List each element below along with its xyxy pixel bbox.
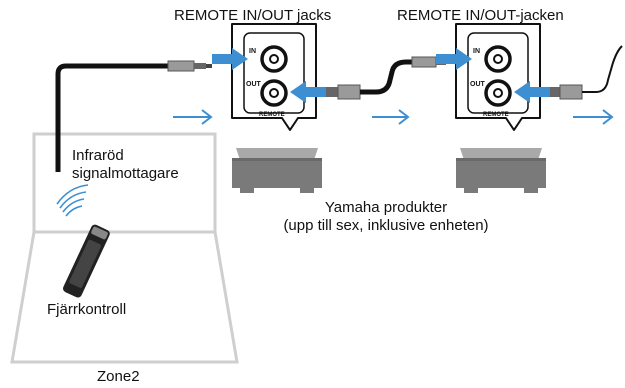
remote-control-label: Fjärrkontroll [47,301,127,318]
link-cable [318,56,452,100]
flow-arrow-1-icon [173,109,213,125]
zone2-room [10,132,239,364]
arrow-in-panel-2-icon [436,48,472,70]
jack-panel-2 [455,23,541,131]
signal-arrows [212,48,550,103]
jack-panel-1-out-label: OUT [246,81,262,88]
zone2-label: Zone2 [97,368,140,385]
yamaha-device-2 [456,148,546,193]
flow-arrow-3-icon [573,109,614,125]
yamaha-device-1 [232,148,322,193]
jack-panel-1-in-label: IN [249,48,256,55]
jack-panel-1-remote-label: REMOTE [259,112,285,118]
flow-arrows [173,109,614,125]
flow-arrow-2-icon [372,109,410,125]
remote-control-icon [63,224,110,298]
products-label-line1: Yamaha produkter [324,199,448,216]
jacks-label-1: REMOTE IN/OUT jacks [174,7,332,24]
ir-signal-waves-icon [56,184,89,217]
jacks-label-2: REMOTE IN/OUT-jacken [397,7,564,24]
jack-panel-2-out-label: OUT [470,81,486,88]
jack-panel-1 [231,23,317,131]
arrow-out-panel-1-icon [290,81,326,103]
ir-receiver-cable [55,60,212,172]
arrow-in-panel-1-icon [212,48,248,70]
onward-cable [542,45,623,100]
jack-panel-2-remote-label: REMOTE [483,112,509,118]
ir-receiver-label-line1: Infraröd [72,147,124,164]
products-label-line2: (upp till sex, inklusive enheten) [283,217,489,234]
arrow-out-panel-2-icon [514,81,550,103]
ir-receiver-label-line2: signalmottagare [72,165,179,182]
jack-panel-2-in-label: IN [473,48,480,55]
